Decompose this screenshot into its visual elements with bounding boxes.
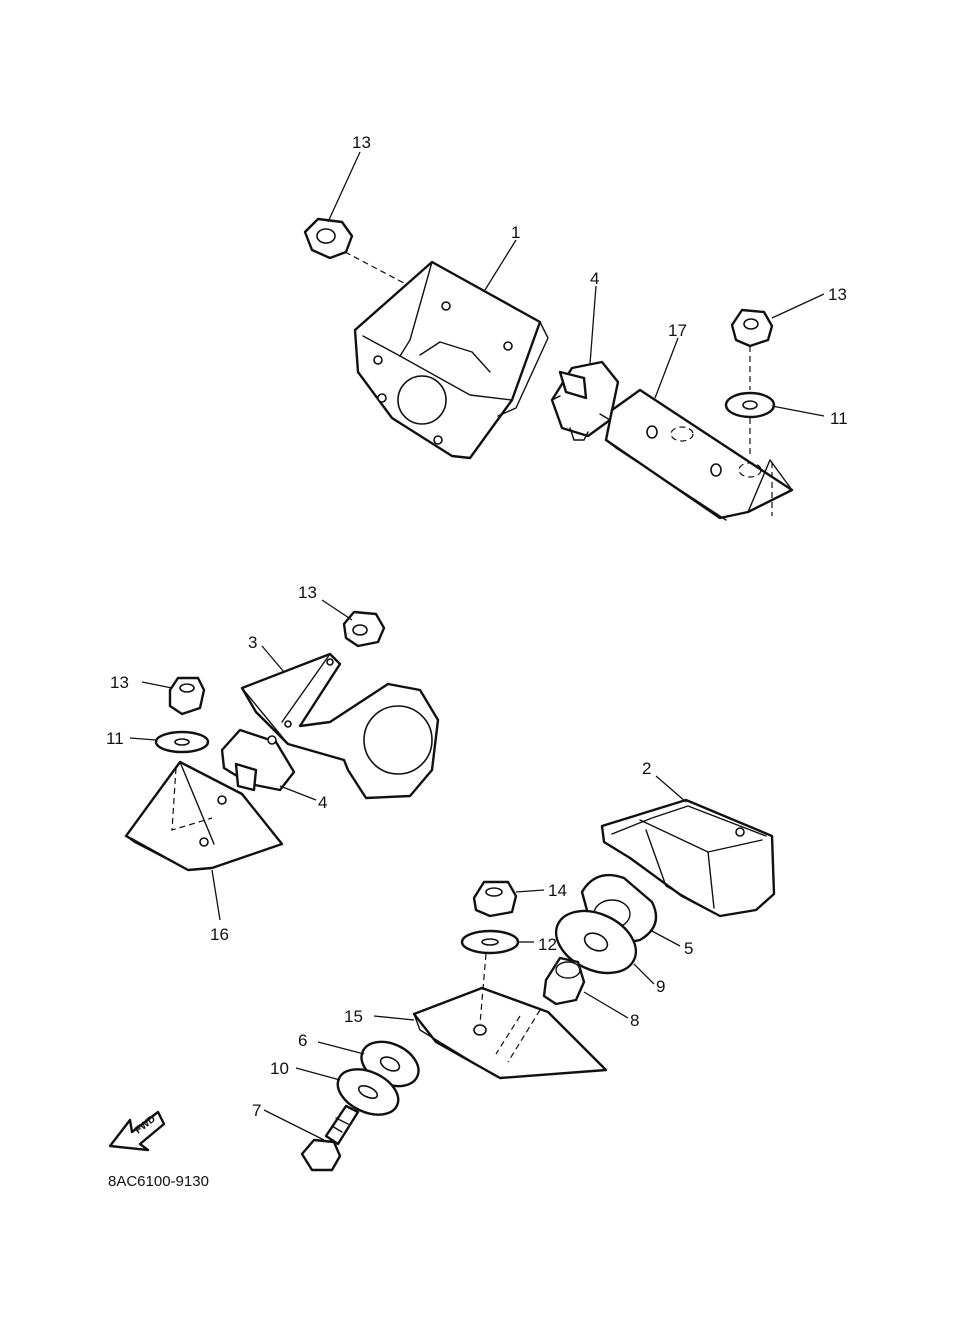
callout-13-top: 13 — [352, 133, 371, 152]
callout-13-left: 13 — [110, 673, 129, 692]
callout-16: 16 — [210, 925, 229, 944]
callout-7: 7 — [252, 1101, 261, 1120]
mounting-plate-16 — [124, 760, 284, 872]
collar-nut-13-top — [303, 217, 354, 260]
flange-bolt-7 — [300, 1104, 360, 1172]
callout-2: 2 — [642, 759, 651, 778]
callout-3: 3 — [248, 633, 257, 652]
engine-bracket-3 — [240, 652, 440, 800]
callout-1: 1 — [511, 223, 520, 242]
collar-bushing-8 — [542, 956, 586, 1006]
engine-bracket-1 — [353, 260, 549, 460]
fwd-direction-arrow-icon: FWD — [108, 1110, 166, 1152]
part-code: 8AC6100-9130 — [108, 1173, 209, 1190]
callout-11-left: 11 — [106, 729, 124, 748]
rubber-mount-4-left — [220, 728, 296, 792]
callout-10: 10 — [270, 1059, 289, 1078]
callout-5: 5 — [684, 939, 693, 958]
callout-17: 17 — [668, 321, 687, 340]
collar-nut-13-left — [168, 676, 206, 716]
callout-6: 6 — [298, 1031, 307, 1050]
callout-4-top: 4 — [590, 269, 599, 288]
leader-lines — [129, 151, 825, 1141]
flat-washer-11-left — [154, 730, 210, 754]
callout-11-top: 11 — [830, 409, 848, 428]
collar-nut-13-right — [730, 308, 774, 348]
flat-washer-12 — [460, 929, 520, 955]
engine-bracket-2 — [600, 798, 776, 918]
collar-nut-14 — [472, 880, 518, 918]
callout-13-mid: 13 — [298, 583, 317, 602]
callout-labels: 13 1 4 17 13 11 13 3 13 11 4 16 2 14 12 … — [106, 133, 848, 1120]
callout-14: 14 — [548, 881, 567, 900]
mounting-plate-17 — [604, 388, 794, 521]
large-washer-9 — [554, 909, 638, 975]
callout-13-right: 13 — [828, 285, 847, 304]
washer-10 — [336, 1068, 400, 1116]
callout-15: 15 — [344, 1007, 363, 1026]
callout-4-left: 4 — [318, 793, 327, 812]
mounting-plate-15 — [412, 986, 608, 1080]
rubber-mount-4-top — [550, 360, 620, 441]
collar-nut-13-mid — [342, 610, 386, 648]
callout-12: 12 — [538, 935, 557, 954]
callout-9: 9 — [656, 977, 665, 996]
flat-washer-11-top — [724, 391, 776, 419]
callout-8: 8 — [630, 1011, 639, 1030]
